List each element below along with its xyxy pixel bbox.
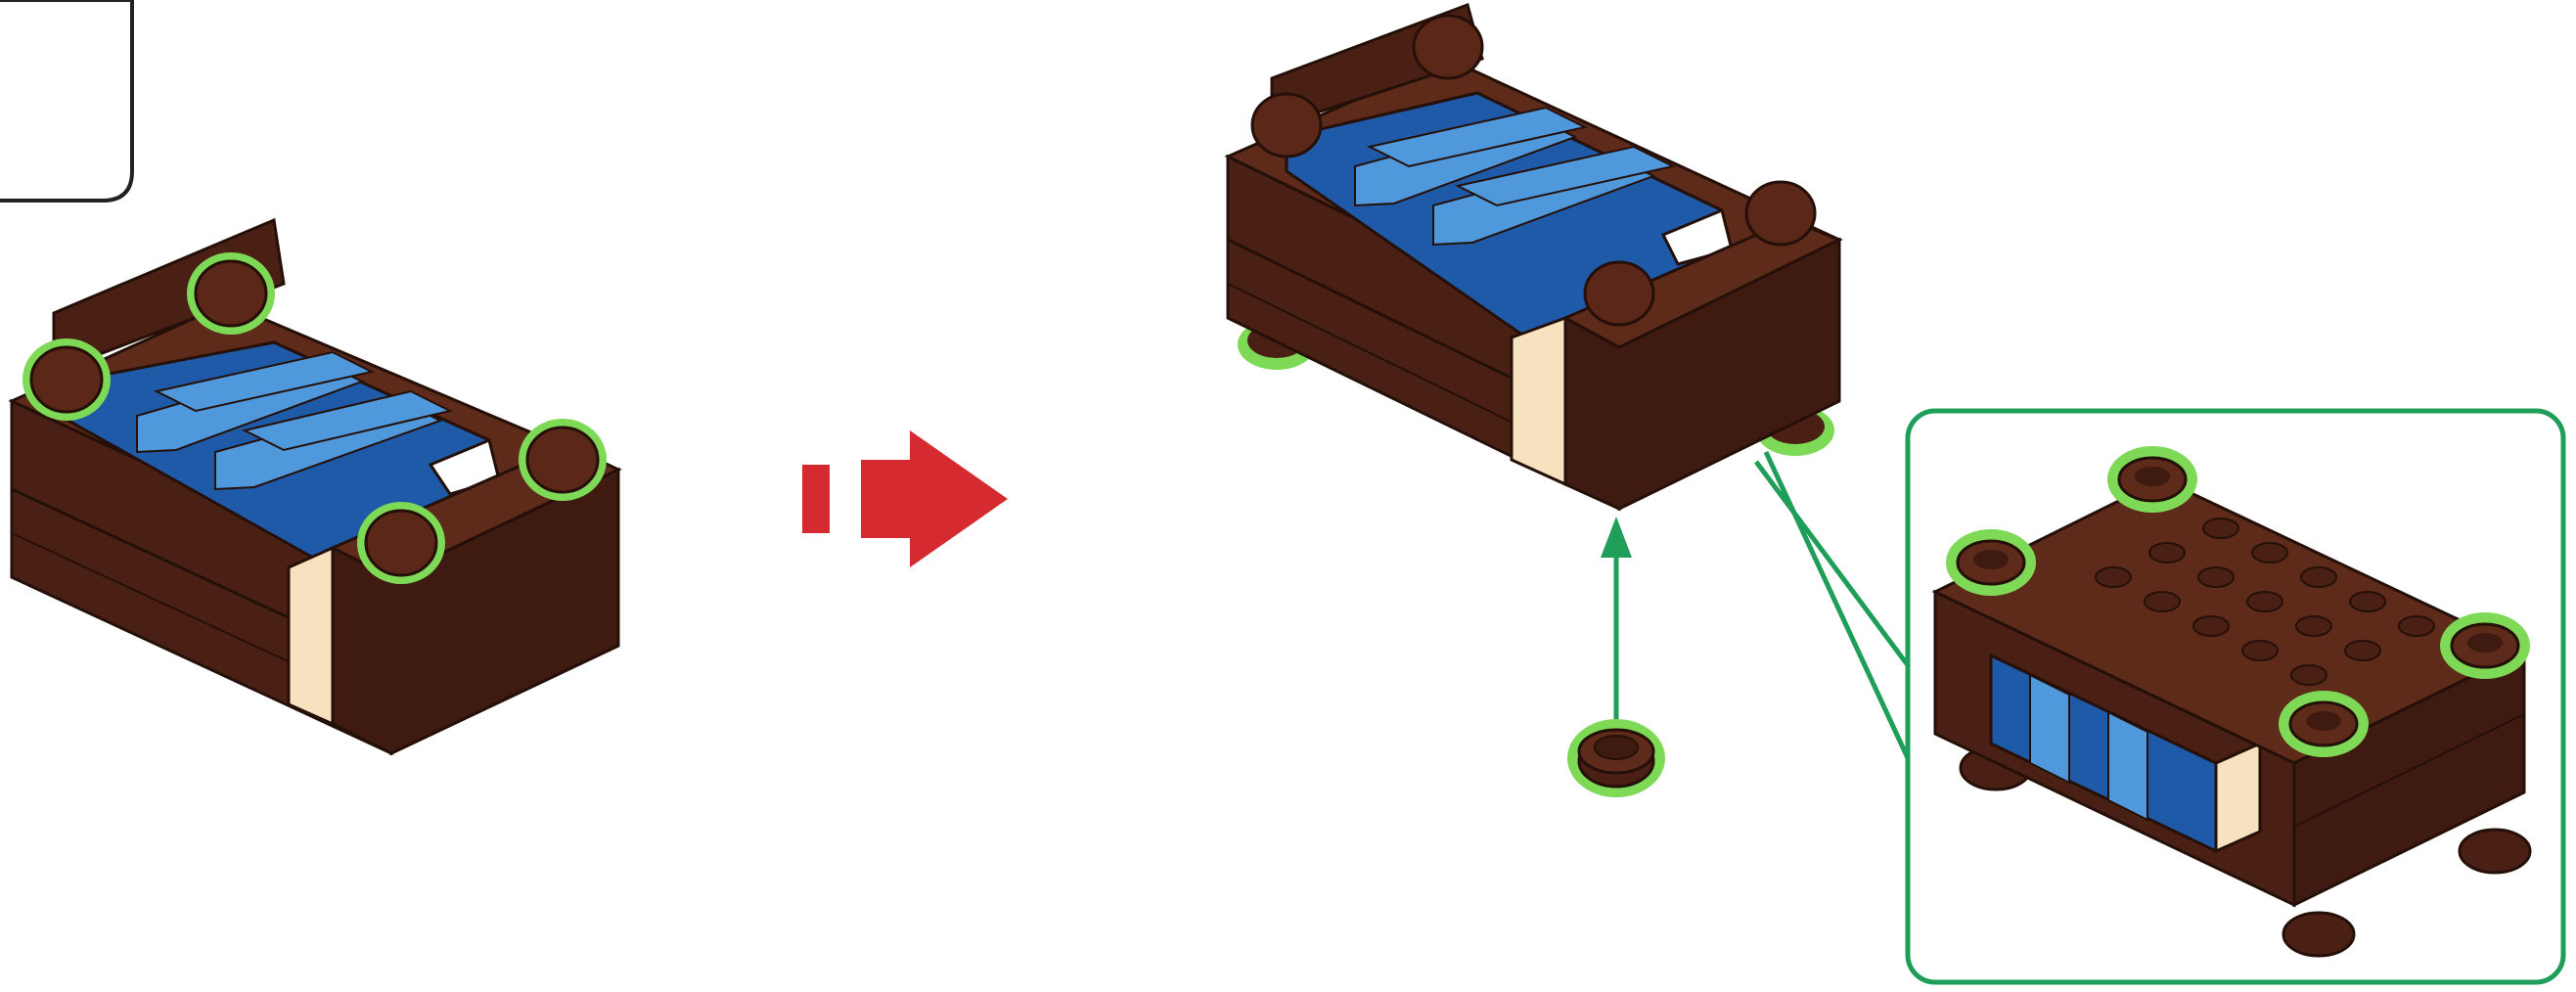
previous-step-box-icon — [0, 0, 132, 201]
knob-1 — [1252, 94, 1321, 157]
stud-corner-front — [2279, 691, 2369, 757]
stud-corner-right — [2440, 612, 2530, 679]
knob-front-left — [357, 502, 445, 584]
red-dashed-arrow-icon — [802, 430, 1008, 567]
knob-2 — [1414, 16, 1482, 78]
knob-3 — [1746, 182, 1815, 245]
bed-after — [1228, 5, 1839, 509]
bed-before — [12, 220, 618, 753]
green-up-arrow-icon — [1601, 517, 1632, 729]
stud-corner-left — [1946, 529, 2036, 596]
knob-front-right — [519, 419, 607, 501]
knob-4 — [1585, 262, 1653, 325]
knob-back-left — [23, 338, 111, 421]
stud-corner-back — [2107, 446, 2197, 513]
knob-back-right — [187, 252, 275, 335]
round-brown-stud-icon — [1567, 719, 1665, 797]
